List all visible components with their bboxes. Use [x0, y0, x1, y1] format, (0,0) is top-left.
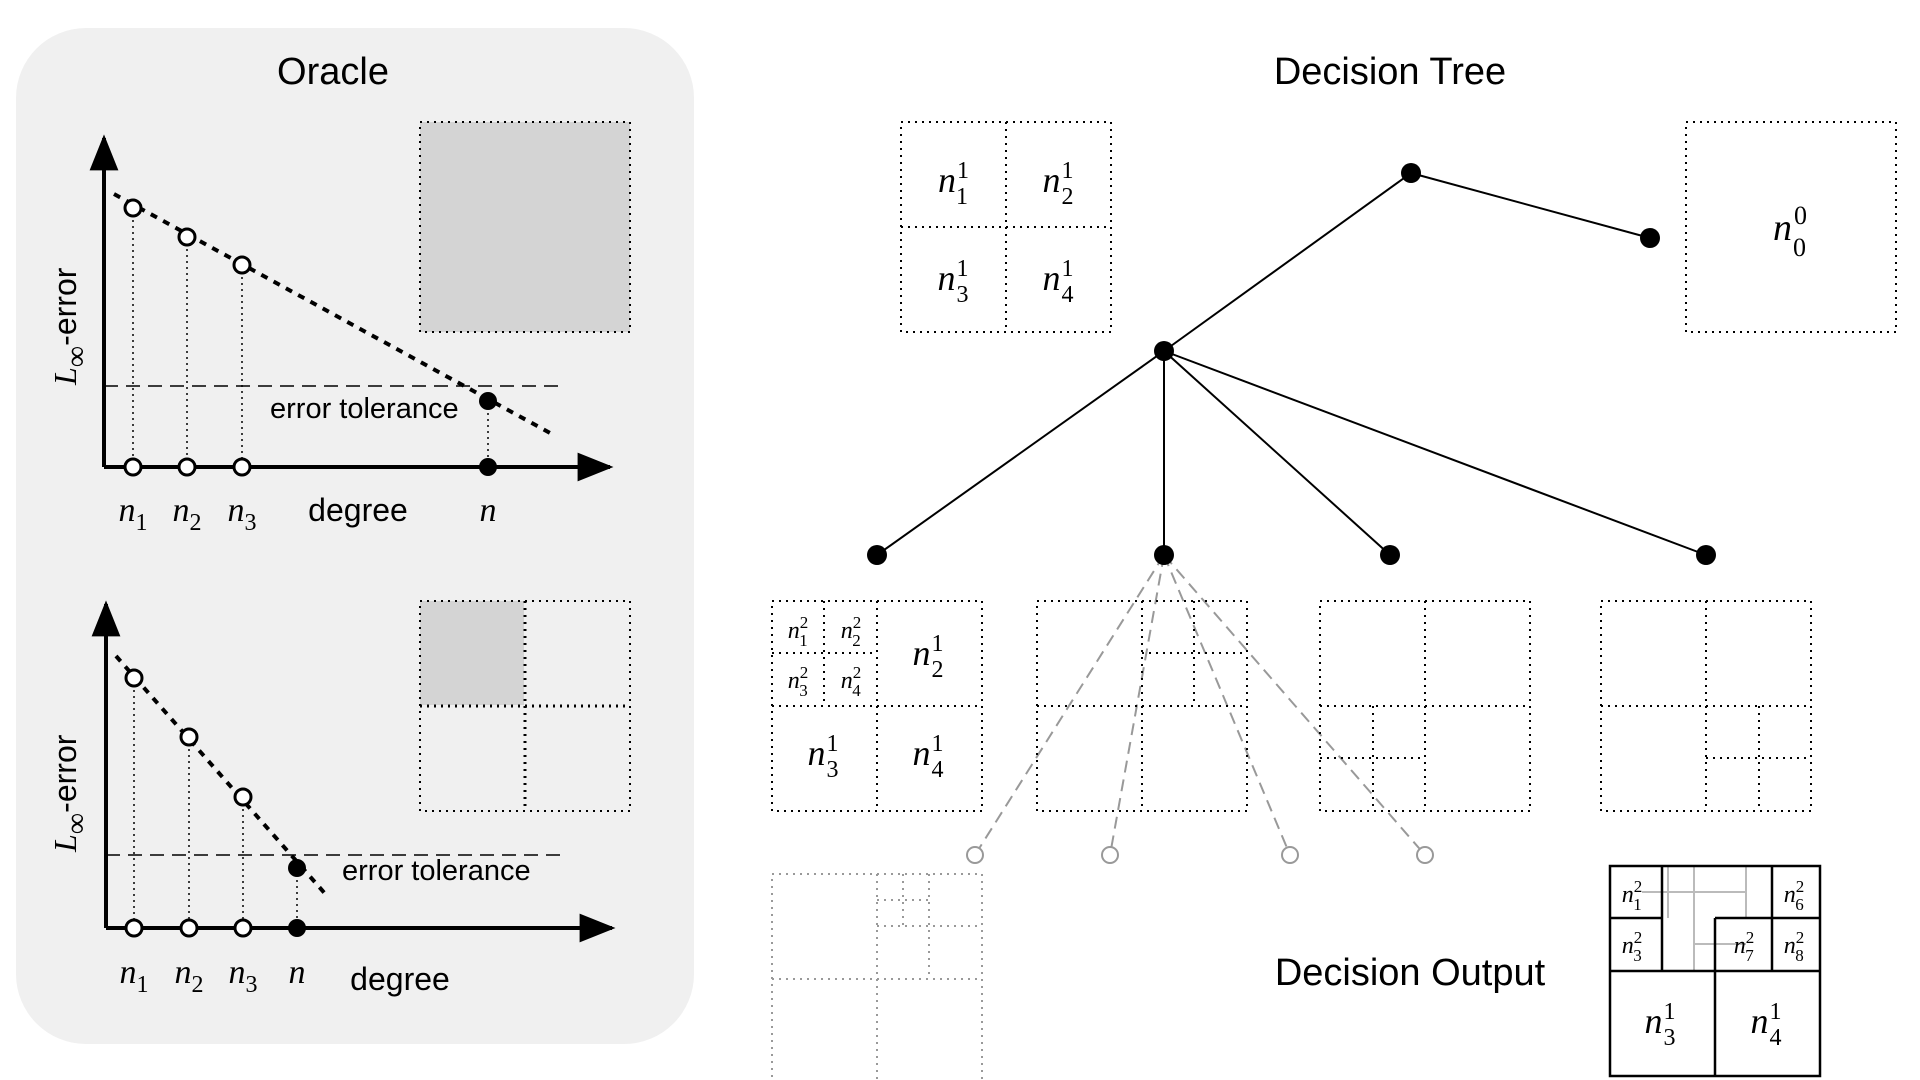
- tree-edge: [1410, 172, 1651, 239]
- lower-tick-n1: n1: [120, 954, 149, 998]
- upper-mini-grid: [419, 121, 631, 333]
- upper-y-label: L∞-error: [47, 267, 93, 386]
- lower-y-label: L∞-error: [47, 734, 93, 853]
- upper-axis-open-point: [123, 457, 143, 477]
- lower-mini-grid: [419, 600, 631, 812]
- tree-edge: [1163, 172, 1412, 352]
- upper-x-label: degree: [308, 492, 408, 528]
- lower-x-label: degree: [350, 961, 450, 997]
- lower-open-point: [124, 668, 144, 688]
- oracle-panel: Oracle error tolerance n1 n2 n3 degree n: [16, 28, 694, 1044]
- upper-shaded-cell: [420, 122, 630, 332]
- tree-ghost-node: [1416, 846, 1434, 864]
- tree-ghost-node: [1101, 846, 1119, 864]
- tree-edge: [876, 350, 1165, 556]
- oracle-title: Oracle: [277, 51, 389, 93]
- lower-tick-n2: n2: [175, 954, 204, 998]
- upper-tick-n: n: [480, 492, 497, 529]
- tree-edges: [876, 172, 1707, 556]
- upper-tick-n1: n1: [119, 492, 148, 536]
- upper-open-point: [177, 227, 197, 247]
- lower-fit-line: [114, 654, 330, 899]
- lower-axis-solid-point: [288, 919, 306, 937]
- tree-child-node: [1696, 545, 1716, 565]
- decision-tree: Decision Tree: [771, 51, 1897, 1080]
- refined-grid-4: [1600, 600, 1812, 812]
- upper-axis-solid-point: [479, 458, 497, 476]
- lower-open-point: [179, 727, 199, 747]
- tree-ghost-node: [966, 846, 984, 864]
- upper-tick-n2: n2: [173, 492, 202, 536]
- oracle-upper-plot: error tolerance n1 n2 n3 degree n L∞-err…: [47, 121, 631, 536]
- lower-axis-open-point: [233, 918, 253, 938]
- upper-open-point: [232, 255, 252, 275]
- ghost-edge: [1163, 554, 1426, 856]
- tree-leaf-node: [1640, 228, 1660, 248]
- output-title: Decision Output: [1275, 952, 1546, 994]
- tree-title: Decision Tree: [1274, 51, 1506, 93]
- upper-solid-point: [479, 392, 497, 410]
- upper-tick-n3: n3: [228, 492, 257, 536]
- tree-root-node: [1401, 163, 1421, 183]
- refined-grid-2: [1036, 600, 1248, 812]
- upper-open-point: [123, 198, 143, 218]
- lower-shaded-cell: [420, 601, 524, 705]
- tree-child-node: [1380, 545, 1400, 565]
- lower-tolerance-label: error tolerance: [342, 855, 531, 887]
- lower-tick-n: n: [289, 954, 306, 991]
- tree-child-node: [867, 545, 887, 565]
- tree-ghost-node: [1281, 846, 1299, 864]
- upper-axis-open-point: [177, 457, 197, 477]
- tree-internal-node: [1154, 341, 1174, 361]
- tree-child-node: [1154, 545, 1174, 565]
- lower-axis-open-point: [124, 918, 144, 938]
- oracle-lower-plot: error tolerance n1 n2 n3 n degree L∞-err…: [47, 600, 631, 998]
- ghost-edge: [974, 554, 1165, 856]
- lower-solid-point: [288, 859, 306, 877]
- tree-edge: [1163, 350, 1391, 556]
- lower-axis-open-point: [179, 918, 199, 938]
- upper-tolerance-label: error tolerance: [270, 393, 459, 425]
- tree-edge: [1163, 350, 1707, 556]
- lower-tick-n3: n3: [229, 954, 258, 998]
- upper-axis-open-point: [232, 457, 252, 477]
- ghost-grid: [771, 873, 983, 1080]
- refined-grid-3: [1319, 600, 1531, 812]
- lower-open-point: [233, 787, 253, 807]
